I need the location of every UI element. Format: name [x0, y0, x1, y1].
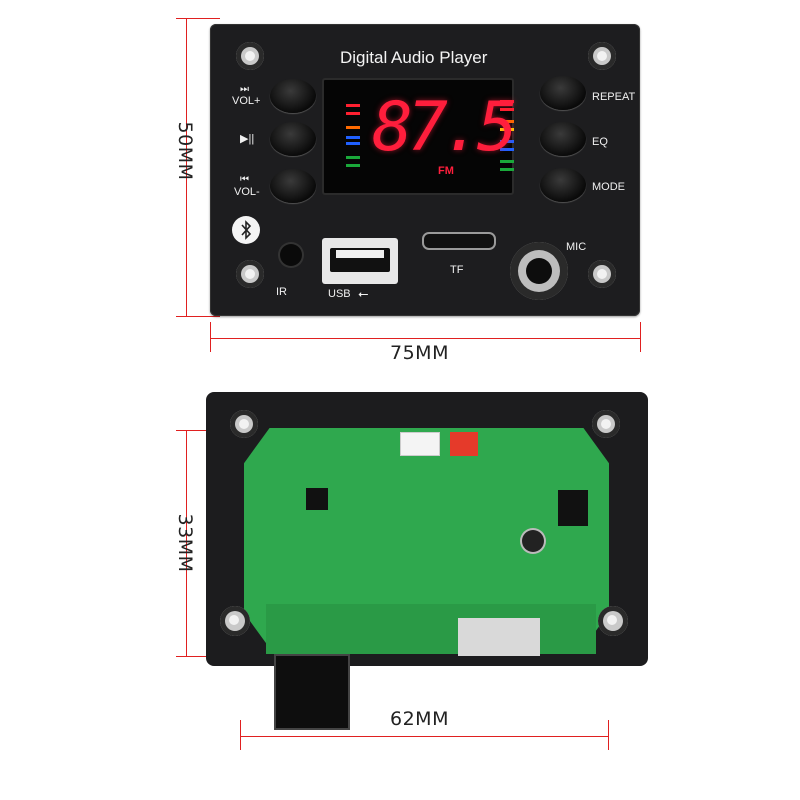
ir-label: IR [276, 286, 287, 298]
repeat-label: REPEAT [592, 91, 636, 103]
play-pause-button[interactable] [270, 122, 316, 156]
usb-port[interactable] [322, 238, 398, 284]
vol-up-label: VOL+ [232, 95, 261, 107]
back-height-tick-bottom [176, 656, 220, 657]
vol-down-label: VOL- [234, 186, 260, 198]
rear-hole-top-left [230, 410, 258, 438]
regulator-chip [558, 490, 588, 526]
rear-screw-right [598, 606, 628, 636]
tf-slot-rear [274, 654, 350, 730]
eq-label: EQ [592, 136, 608, 148]
front-panel: Digital Audio Player ⏭ VOL+ ▶|| ⏮ VOL- 8… [210, 24, 640, 316]
vol-up-button[interactable] [270, 79, 316, 113]
back-width-label: 62MM [390, 708, 449, 730]
repeat-button[interactable] [540, 76, 586, 110]
front-width-tick-right [640, 322, 641, 352]
next-track-icon: ⏭ [240, 84, 249, 95]
fm-indicator: FM [438, 165, 454, 177]
previous-track-icon: ⏮ [240, 174, 249, 185]
tf-label: TF [450, 264, 464, 276]
front-width-line [210, 338, 640, 339]
back-height-label: 33MM [174, 513, 196, 573]
bottom-board [266, 604, 596, 654]
front-height-line [186, 18, 187, 316]
mount-hole-top-left [236, 42, 264, 70]
eq-button[interactable] [540, 122, 586, 156]
frequency-readout: 87.5 [372, 88, 518, 167]
usb-connector-rear [458, 618, 540, 656]
mic-jack[interactable] [510, 242, 568, 300]
ir-receiver [280, 244, 302, 266]
white-connector [400, 432, 440, 456]
front-width-label: 75MM [390, 342, 449, 364]
back-width-line [240, 736, 608, 737]
rear-screw-left [220, 606, 250, 636]
red-connector [450, 432, 478, 456]
bluetooth-icon [232, 216, 260, 244]
front-width-tick-left [210, 322, 211, 352]
mode-label: MODE [592, 181, 625, 193]
mount-hole-bottom-right [588, 260, 616, 288]
mount-hole-top-right [588, 42, 616, 70]
front-height-label: 50MM [174, 121, 196, 181]
front-height-tick-bottom [176, 316, 220, 317]
mount-hole-bottom-left [236, 260, 264, 288]
panel-title: Digital Audio Player [340, 48, 488, 67]
play-pause-icon: ▶|| [240, 133, 255, 145]
rear-module [206, 392, 648, 730]
led-display: 87.5 FM [322, 78, 518, 195]
usb-icon: ⭠ [358, 286, 369, 301]
capacitor [522, 530, 544, 552]
usb-label: USB [328, 288, 351, 300]
back-width-tick-right [608, 720, 609, 750]
front-height-tick-top [176, 18, 220, 19]
tf-card-slot[interactable] [422, 232, 496, 250]
vol-down-button[interactable] [270, 169, 316, 203]
rear-hole-top-right [592, 410, 620, 438]
mic-label: MIC [566, 241, 587, 253]
back-height-line [186, 430, 187, 656]
main-chip [306, 488, 328, 510]
back-width-tick-left [240, 720, 241, 750]
mode-button[interactable] [540, 168, 586, 202]
back-height-tick-top [176, 430, 220, 431]
